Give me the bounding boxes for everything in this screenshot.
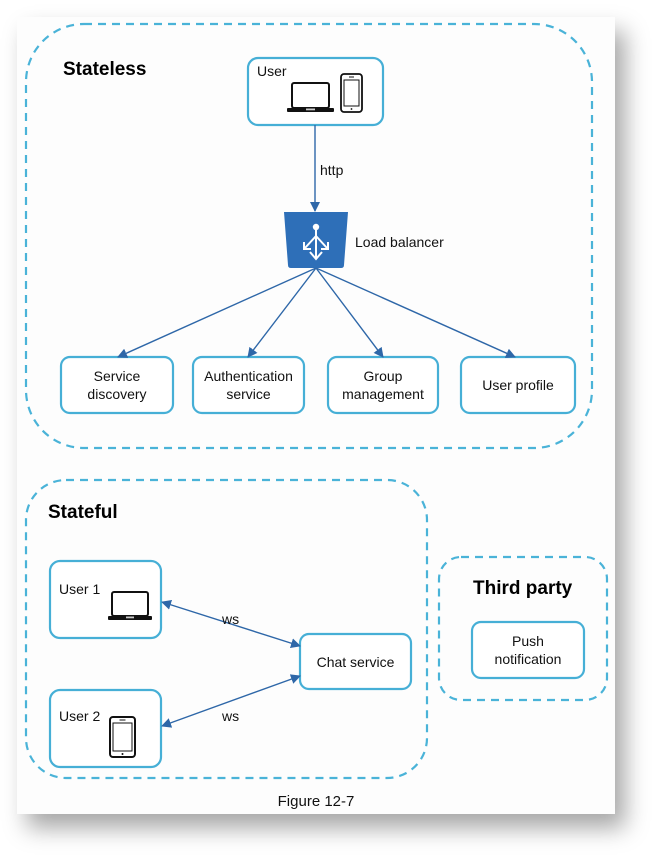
edge-lb-to-user-profile — [315, 267, 516, 358]
laptop-icon — [108, 591, 152, 620]
http-edge-label: http — [320, 162, 344, 178]
user-profile-node — [459, 355, 577, 415]
load-balancer-label: Load balancer — [355, 234, 444, 250]
service-discovery-node — [59, 355, 175, 415]
stateful-group — [24, 478, 429, 780]
user1-node — [48, 559, 163, 640]
service-discovery-label: Service discovery — [61, 357, 173, 413]
service-discovery-line1: Service — [93, 368, 141, 384]
user2-node — [48, 688, 163, 769]
load-balancer-icon — [284, 212, 348, 268]
edge-user2-chat — [161, 674, 301, 728]
group-management-label: Group management — [328, 357, 438, 413]
third-party-group — [437, 555, 609, 702]
edge-lb-to-group — [315, 267, 384, 358]
figure-caption: Figure 12-7 — [277, 793, 355, 810]
user-profile-label: User profile — [482, 377, 554, 393]
edge-lb-to-service-discovery — [117, 267, 317, 358]
push-notification-label: Push notification — [472, 622, 584, 678]
edge-lb-to-auth — [247, 267, 317, 358]
laptop-icon — [287, 82, 334, 112]
group-management-line2: management — [342, 386, 424, 402]
ws-edge-label-1: ws — [222, 611, 240, 627]
push-notification-line2: notification — [494, 651, 562, 667]
authentication-service-label: Authentication service — [193, 357, 304, 413]
authentication-service-line1: Authentication — [204, 368, 293, 384]
stateless-title: Stateless — [63, 59, 147, 80]
chat-service-node — [298, 632, 413, 691]
push-notification-node — [470, 620, 586, 680]
service-discovery-line2: discovery — [87, 386, 147, 402]
third-party-title: Third party — [473, 578, 573, 599]
push-notification-line1: Push — [512, 633, 544, 649]
stateless-group — [24, 22, 594, 450]
ws-edge-label-2: ws — [222, 708, 240, 724]
user2-label: User 2 — [59, 708, 101, 724]
user1-label: User 1 — [59, 581, 101, 597]
chat-service-label: Chat service — [316, 653, 395, 670]
authentication-service-line2: service — [226, 386, 271, 402]
user-label: User — [257, 63, 287, 79]
stateful-title: Stateful — [48, 502, 118, 523]
edge-user1-chat — [161, 599, 301, 649]
group-management-line1: Group — [363, 368, 403, 384]
phone-icon — [109, 716, 136, 758]
phone-icon — [340, 73, 363, 113]
